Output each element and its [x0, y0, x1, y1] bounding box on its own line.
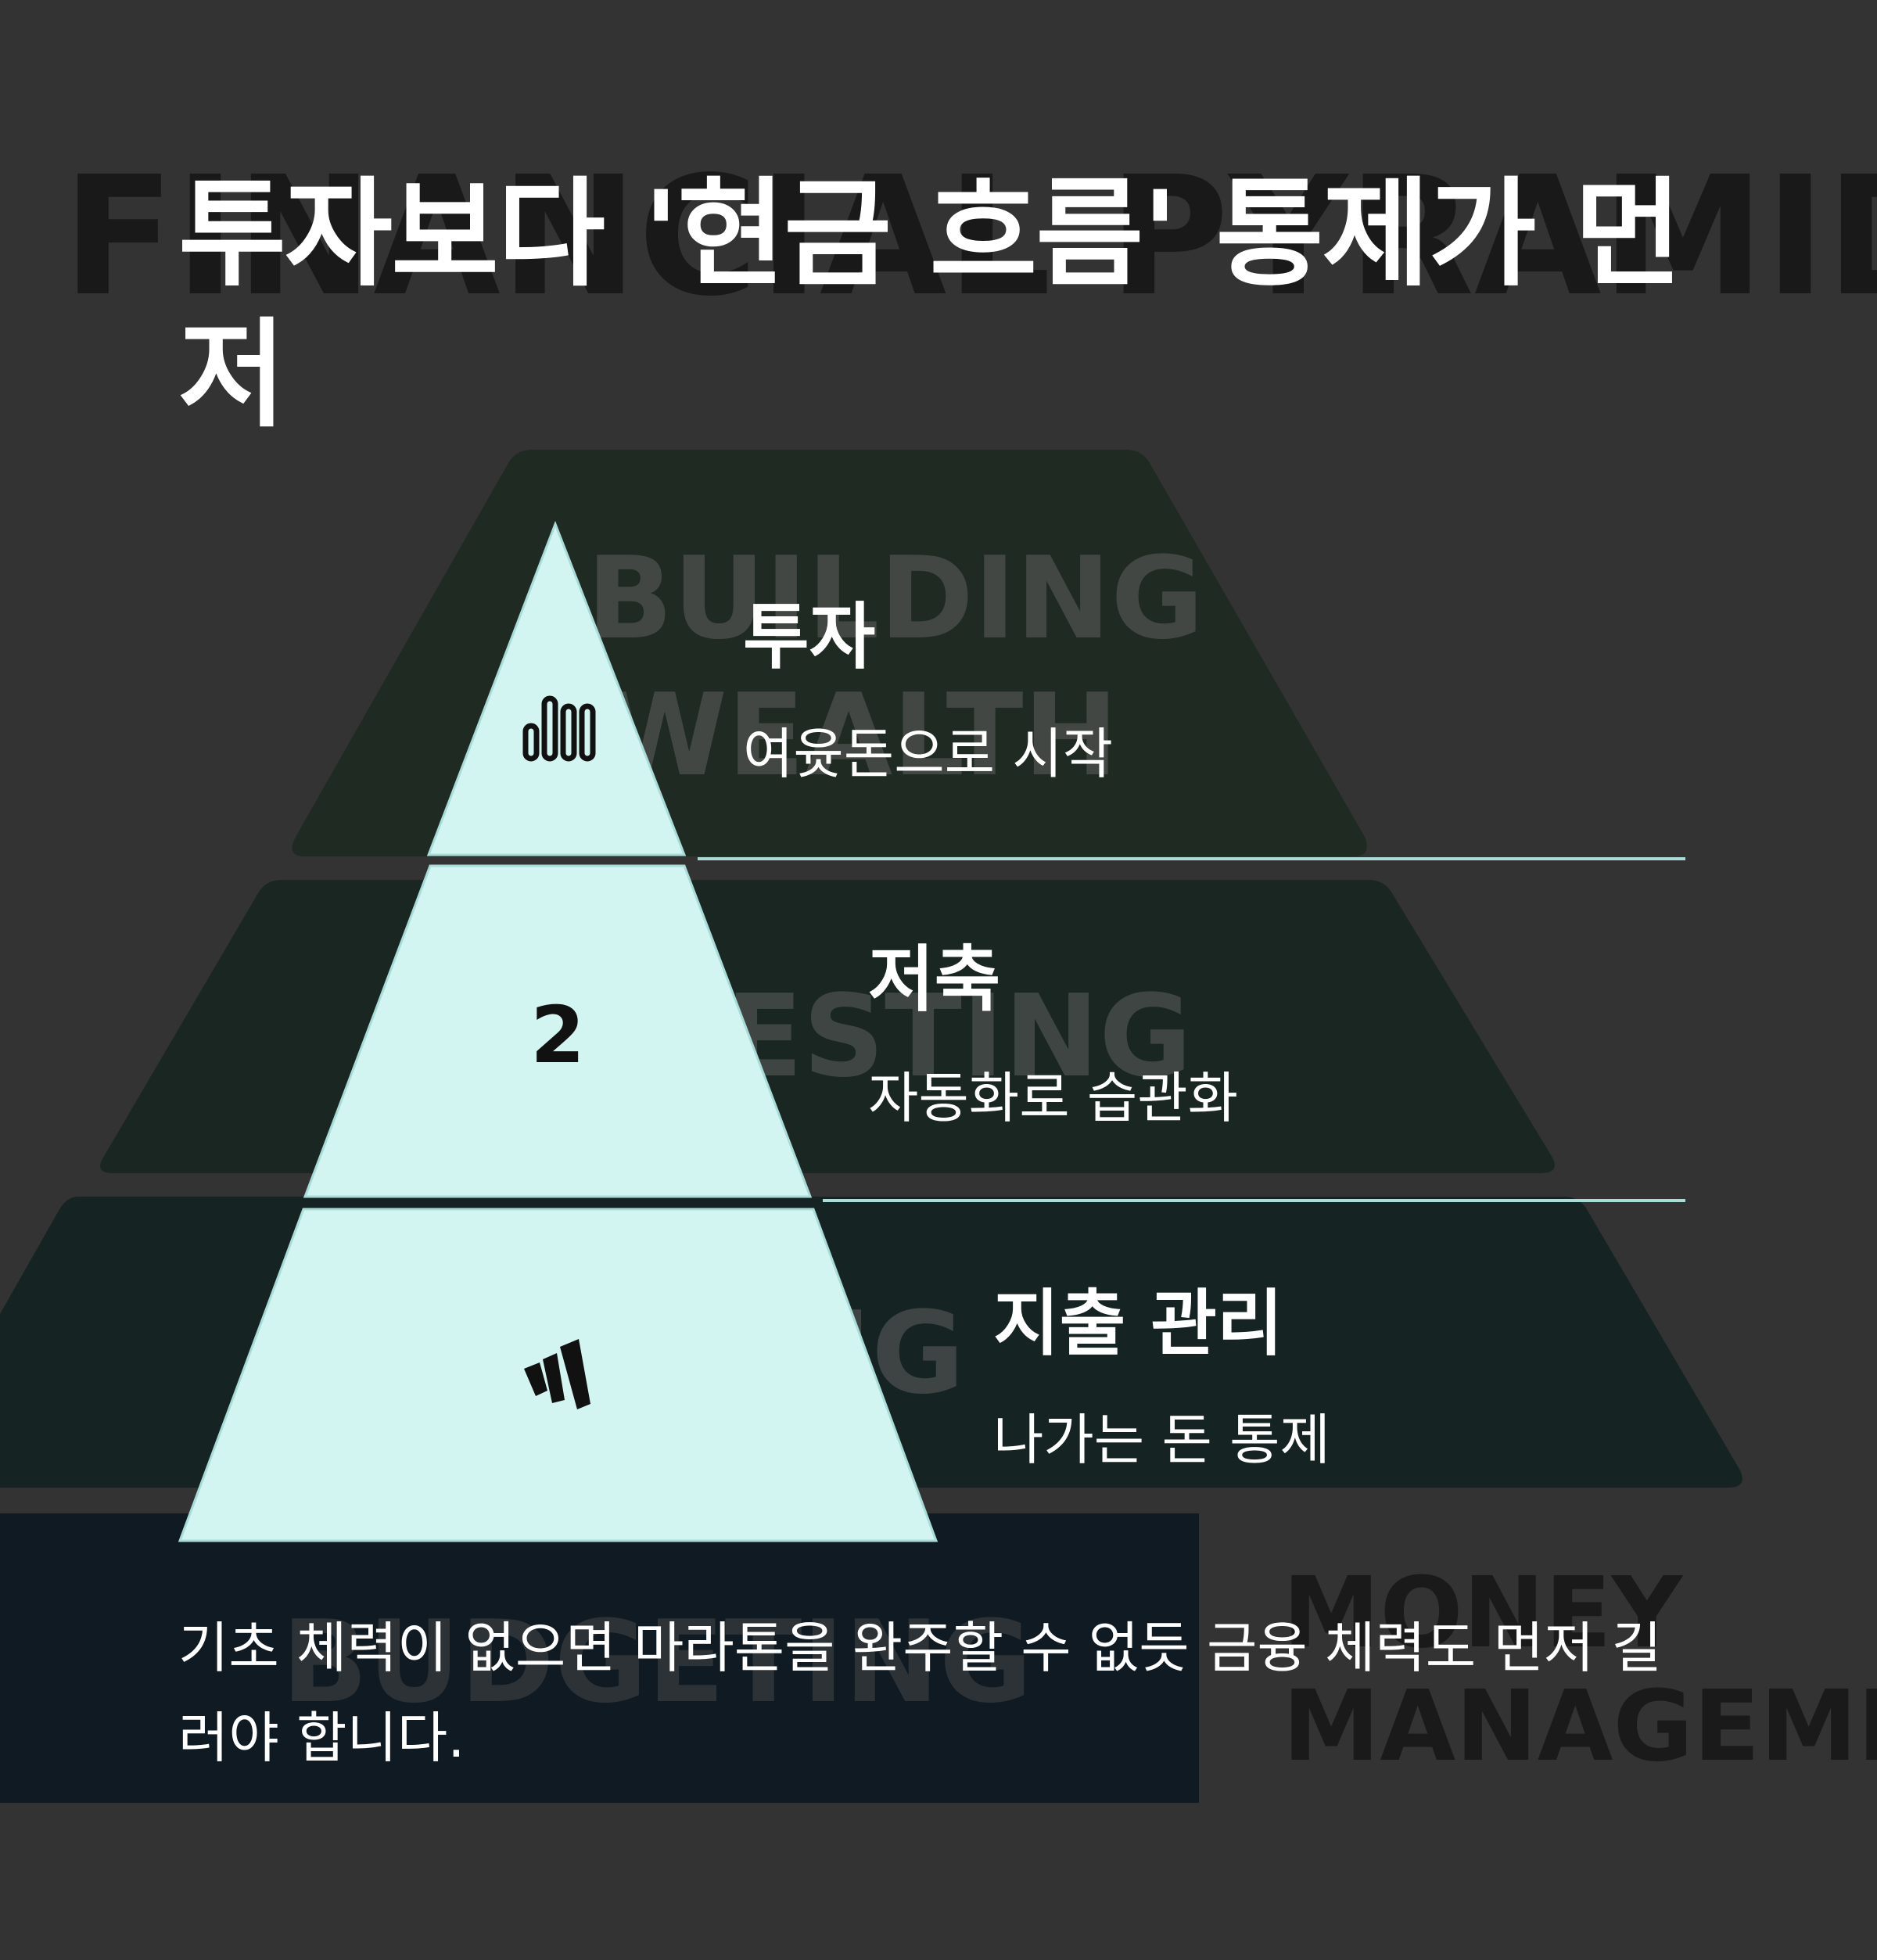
bg-word-wealth: WEALTH: [602, 669, 1118, 802]
pyramid-segment-top: [426, 520, 687, 856]
tier-number-icon: 2: [530, 989, 585, 1081]
bg-word-management: MANAGEMENT: [1283, 1670, 1877, 1783]
page-title: 투자보다 '현금 흐름' 통제가 먼저: [178, 167, 1682, 443]
tier-title-investment: 투자: [743, 595, 876, 679]
footer-text: 기초 체력이 없으면 마라톤을 완주할 수 없듯 금융 체력도 먼저 길러야 합…: [178, 1616, 1662, 1770]
tier-title-spending: 지출 관리: [993, 1282, 1283, 1366]
wallet-icon: [524, 1339, 590, 1409]
pyramid-segment-middle: [303, 864, 813, 1198]
bg-word-top: FINANCIAL PYRAMID: [63, 141, 1877, 332]
bar-chart-icon: [522, 695, 596, 762]
bg-word-money: MONEY: [1283, 1556, 1684, 1670]
bg-word-budgeting: BUDGETING: [282, 1596, 1032, 1728]
bg-word-building: BUILDING: [587, 533, 1204, 665]
tier-title-savings: 저축: [868, 938, 1001, 1021]
tier-subtitle-investment: 여윳돈으로 시작: [743, 722, 1114, 786]
footer-box: [0, 1513, 1199, 1803]
tier-subtitle-spending: 나가는 돈 통제: [993, 1408, 1330, 1472]
tier-subtitle-savings: 자동화로 습관화: [868, 1066, 1239, 1130]
